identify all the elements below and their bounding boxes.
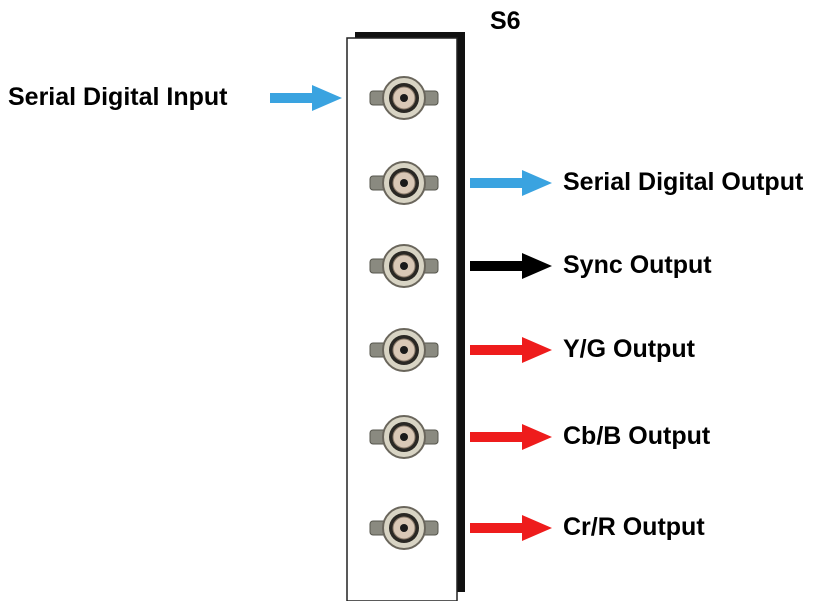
label-cb-b-output: Cb/B Output [563, 422, 711, 450]
label-serial-digital-output: Serial Digital Output [563, 168, 804, 196]
panel-title: S6 [490, 7, 521, 35]
arrow-cb-b-output [470, 424, 552, 450]
label-sync-output: Sync Output [563, 251, 712, 279]
bnc-center-pin [400, 346, 408, 354]
label-cr-r-output: Cr/R Output [563, 513, 705, 541]
bnc-center-pin [400, 262, 408, 270]
label-serial-digital-input: Serial Digital Input [8, 83, 228, 111]
bnc-center-pin [400, 179, 408, 187]
arrow-cr-r-output [470, 515, 552, 541]
bnc-center-pin [400, 433, 408, 441]
arrows-layer [270, 85, 552, 541]
arrow-y-g-output [470, 337, 552, 363]
bnc-connector-cr-r-output [369, 506, 439, 550]
bnc-center-pin [400, 94, 408, 102]
bnc-connector-serial-digital-output [369, 161, 439, 205]
bnc-connector-y-g-output [369, 328, 439, 372]
bnc-connector-serial-digital-input [369, 76, 439, 120]
bnc-connector-cb-b-output [369, 415, 439, 459]
arrow-sync-output [470, 253, 552, 279]
bnc-center-pin [400, 524, 408, 532]
arrow-serial-digital-output [470, 170, 552, 196]
arrow-serial-digital-input [270, 85, 342, 111]
bnc-connector-sync-output [369, 244, 439, 288]
label-y-g-output: Y/G Output [563, 335, 695, 363]
connectors-layer [369, 76, 439, 550]
